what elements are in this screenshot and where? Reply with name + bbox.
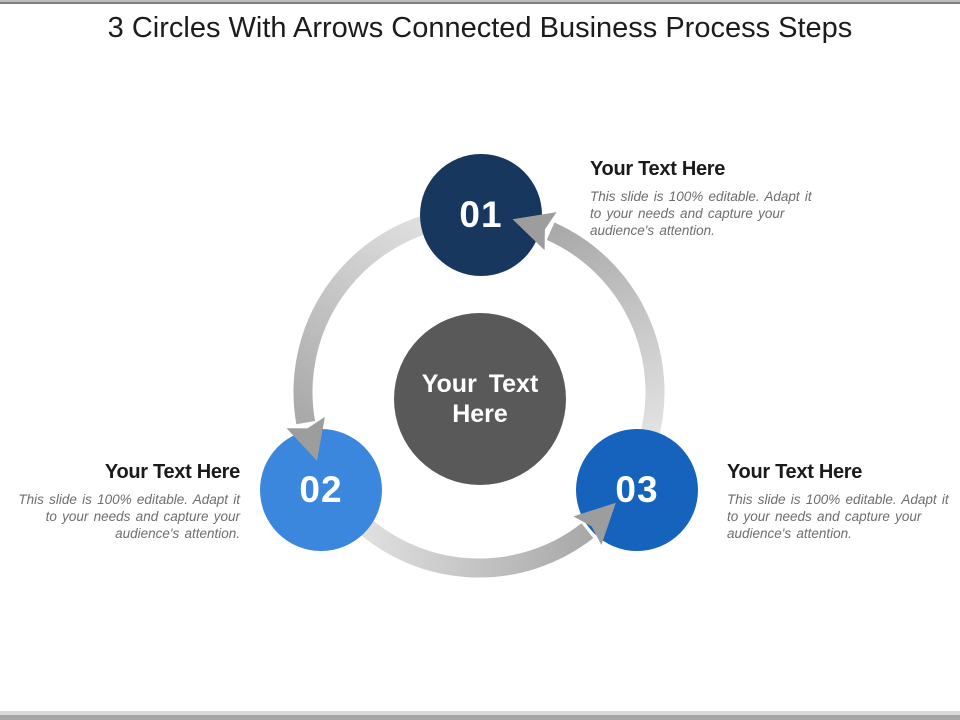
ring-arc-02-to-03 (345, 507, 594, 578)
center-label-line-1: Your Text (421, 370, 539, 398)
ring-arc-01-to-02 (293, 209, 451, 425)
step-number-01[interactable]: 01 (459, 194, 503, 235)
top-border-bar (0, 0, 960, 4)
arrow-head-into-01 (512, 212, 557, 251)
center-label-line-2: Here (452, 400, 508, 428)
slide-title[interactable]: 3 Circles With Arrows Connected Business… (107, 12, 853, 44)
step-02-heading[interactable]: Your Text Here (104, 461, 240, 483)
step-01-body[interactable]: This slide is 100% editable. Adapt it to… (590, 189, 812, 239)
ring-arc-03-to-01 (546, 222, 665, 444)
step-circle-02[interactable] (260, 429, 382, 551)
bottom-border-light-bar (0, 711, 960, 715)
step-number-02[interactable]: 02 (299, 469, 343, 510)
arrow-head-into-02 (286, 416, 325, 461)
text-block-step-02[interactable]: Your Text Here This slide is 100% editab… (8, 461, 240, 542)
center-circle-label[interactable]: Your Text Here (380, 369, 580, 429)
center-circle[interactable] (394, 313, 566, 485)
step-01-heading[interactable]: Your Text Here (590, 158, 726, 180)
arrow-head-into-03 (573, 502, 616, 545)
step-circle-01[interactable] (420, 154, 542, 276)
step-03-body[interactable]: This slide is 100% editable. Adapt it to… (727, 492, 949, 542)
step-02-body[interactable]: This slide is 100% editable. Adapt it to… (18, 492, 240, 542)
bottom-border-dark-bar (0, 715, 960, 720)
step-number-03[interactable]: 03 (615, 469, 659, 510)
text-block-step-03[interactable]: Your Text Here This slide is 100% editab… (727, 461, 959, 542)
text-block-step-01[interactable]: Your Text Here This slide is 100% editab… (590, 158, 822, 239)
step-03-heading[interactable]: Your Text Here (727, 461, 863, 483)
